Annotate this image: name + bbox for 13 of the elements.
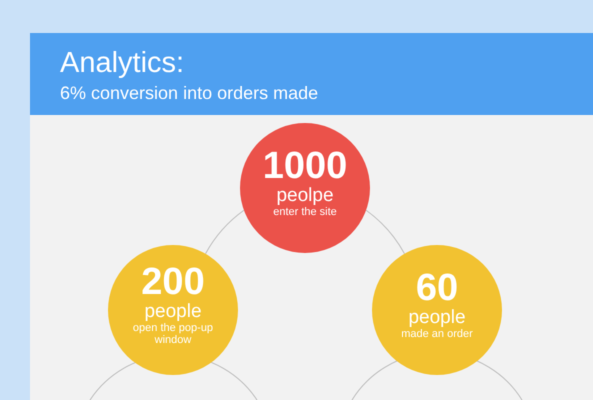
- count-number: 200: [141, 262, 205, 302]
- unit-label: peolpe: [276, 186, 334, 206]
- count-number: 60: [416, 268, 458, 308]
- description-text: enter the site: [272, 206, 338, 218]
- connector-arc: [205, 210, 244, 254]
- connector-arc: [366, 210, 405, 254]
- unit-label: people: [144, 302, 202, 322]
- count-number: 1000: [262, 146, 348, 186]
- title: Analytics:: [60, 46, 184, 80]
- description-text: made an order: [400, 328, 474, 340]
- subtitle: 6% conversion into orders made: [60, 82, 318, 104]
- unit-label: people: [408, 308, 466, 328]
- description-text: open the pop-up window: [132, 322, 214, 346]
